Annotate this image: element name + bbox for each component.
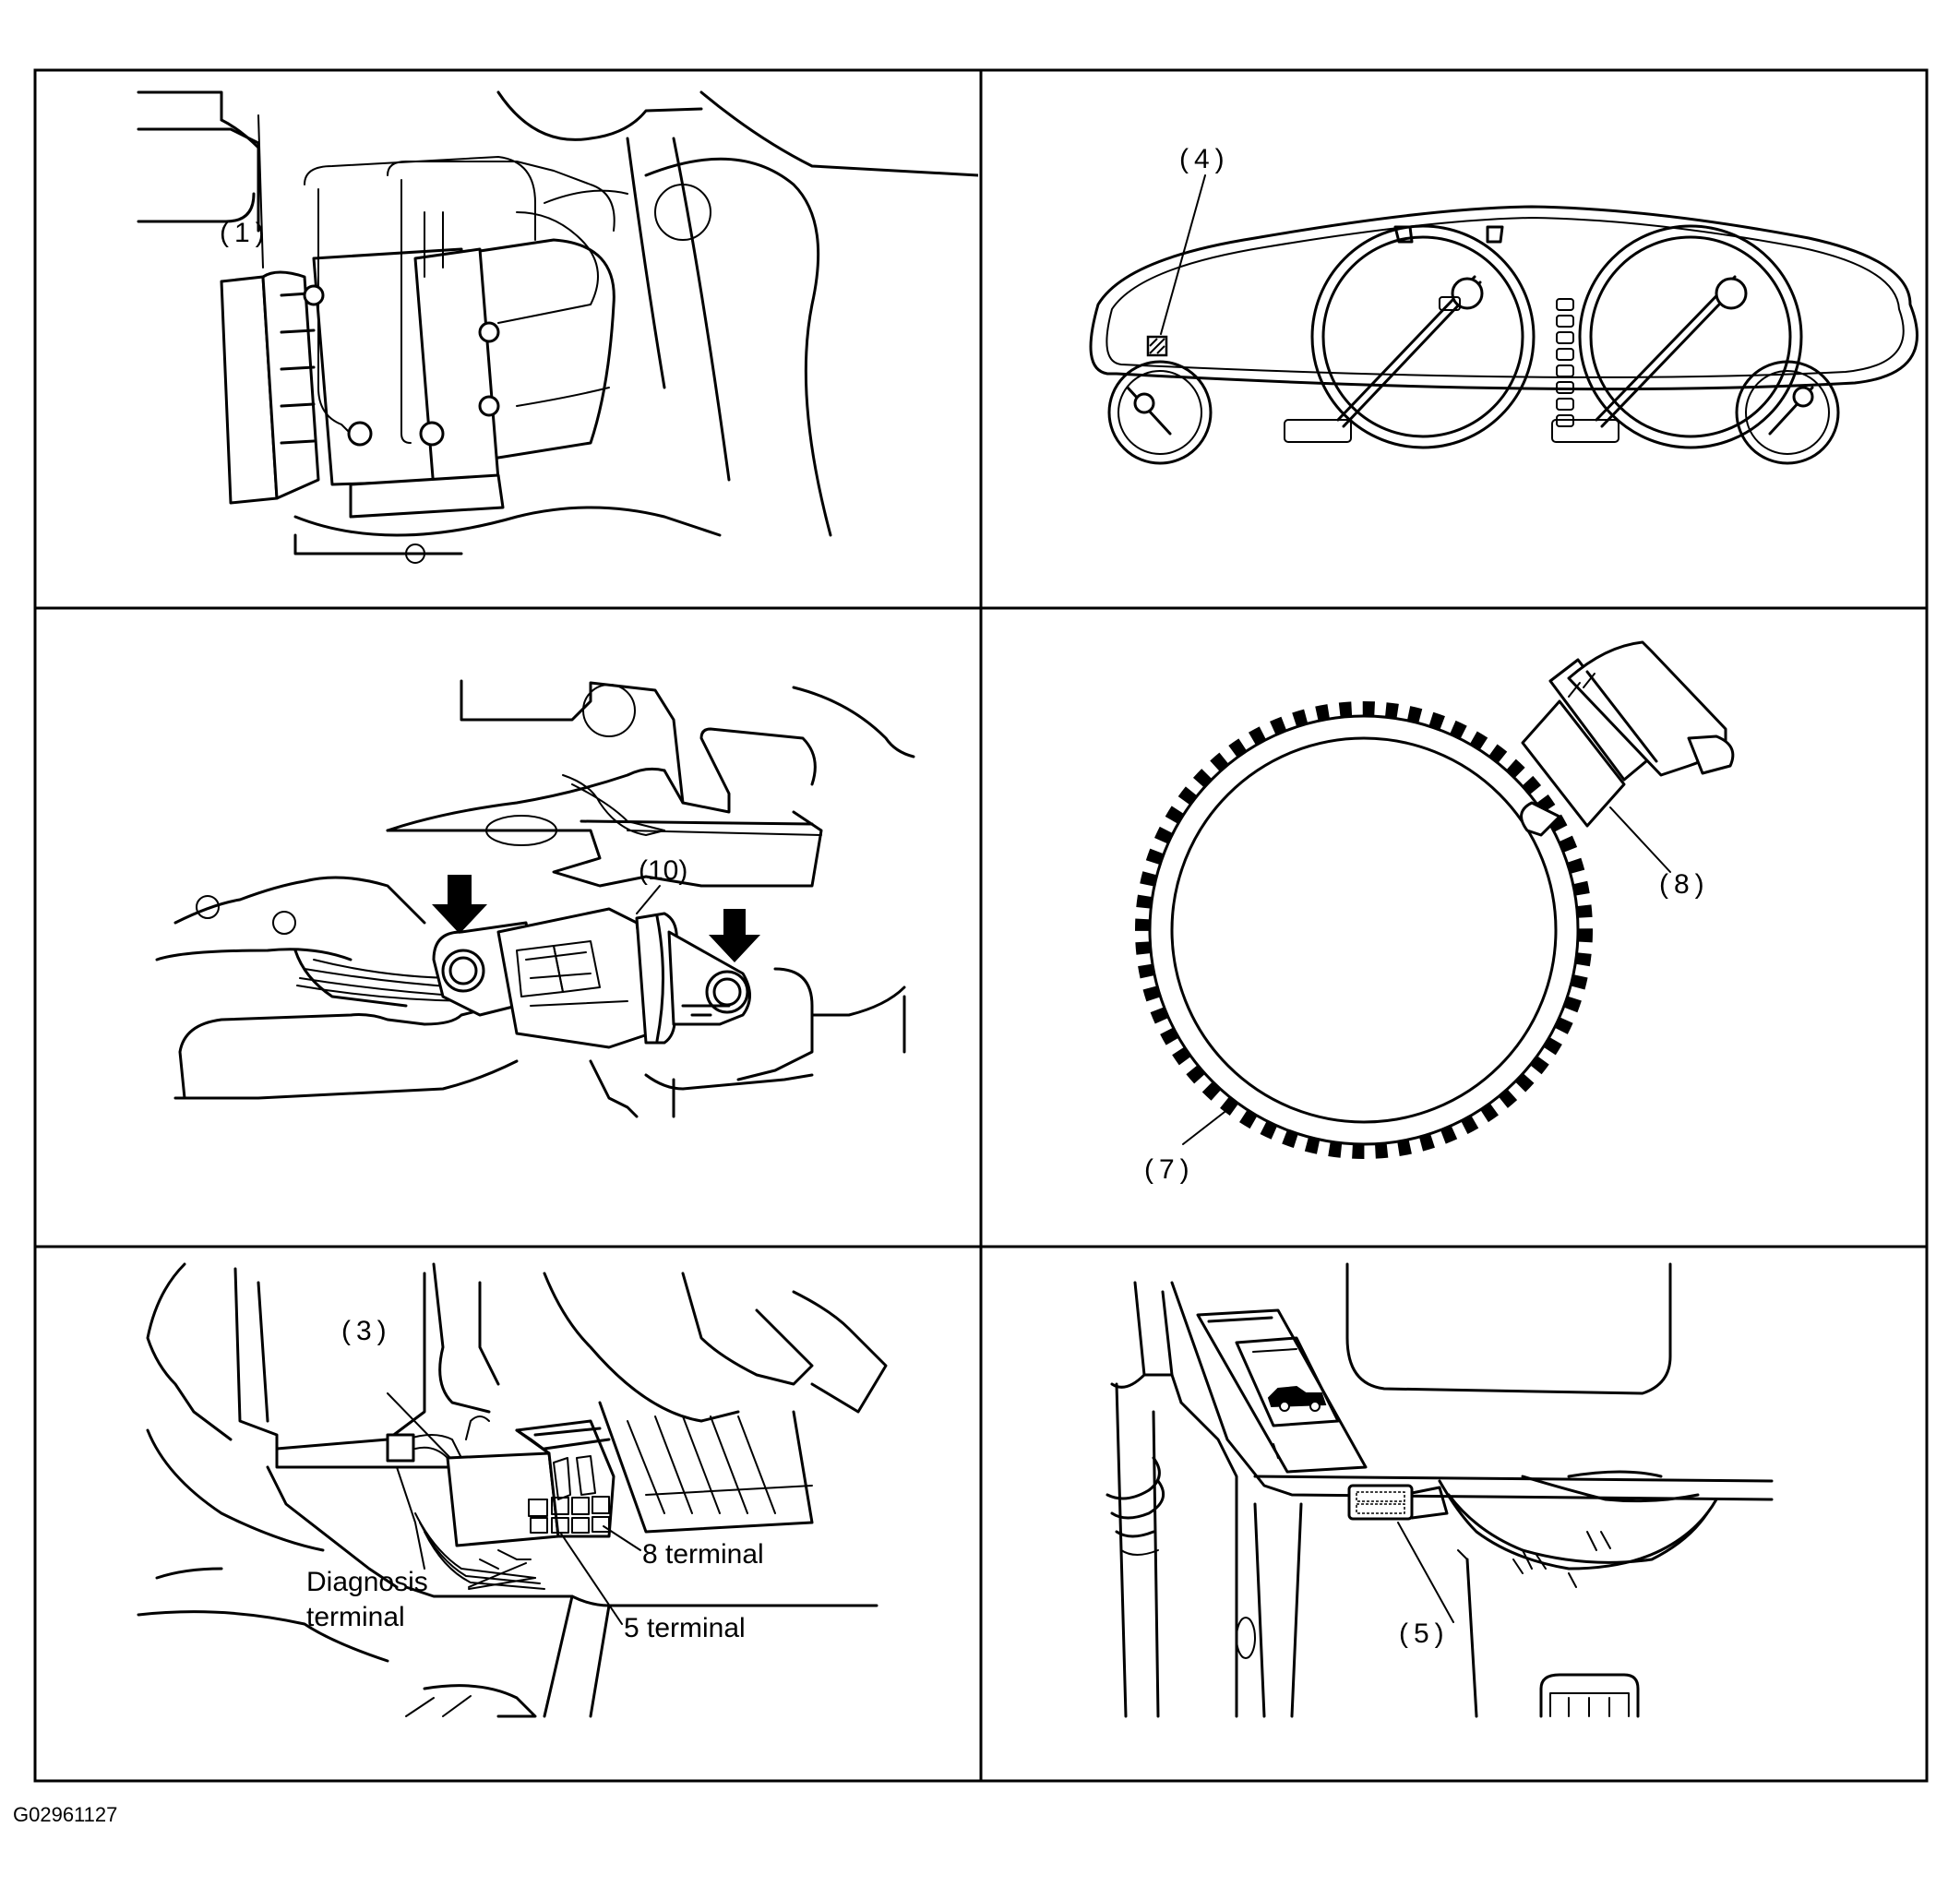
panel-wheel-speed-sensor [1135, 640, 1735, 1159]
callout-1: (1) [220, 218, 270, 248]
callout-7: (7) [1144, 1154, 1195, 1185]
label-5-terminal: 5 terminal [624, 1613, 746, 1643]
callout-8: (8) [1659, 869, 1710, 900]
mounting-bolt-arrow-left [432, 875, 487, 934]
figure-id: G02961127 [13, 1803, 117, 1826]
panel-grid [33, 68, 1929, 1783]
panel-abs-hydraulic-unit [137, 90, 978, 564]
callout-5: (5) [1399, 1618, 1450, 1649]
panel-diagnosis-connector [137, 1262, 888, 1718]
callout-10: (10) [639, 855, 687, 886]
panel-g-sensor [155, 679, 915, 1118]
label-diagnosis-terminal-line2: terminal [306, 1602, 405, 1632]
callout-labels: (1) (4) (10) (8) (7) (3) Diagnosis termi… [220, 144, 1710, 1649]
mounting-bolt-arrow-right [709, 909, 760, 962]
callout-3: (3) [341, 1316, 392, 1346]
label-8-terminal: 8 terminal [642, 1539, 764, 1570]
data-link-connector-body [1347, 1484, 1449, 1521]
callout-4: (4) [1179, 144, 1230, 174]
abs-warning-light-icon [1146, 335, 1168, 357]
label-diagnosis-terminal-line1: Diagnosis [306, 1567, 428, 1597]
panel-data-link-connector [1105, 1262, 1774, 1718]
wheel-speed-sensor-body [1520, 640, 1735, 837]
warning-indicators [1556, 298, 1574, 427]
tone-wheel-teeth [1135, 701, 1593, 1159]
panel-combination-meter [1089, 174, 1918, 465]
